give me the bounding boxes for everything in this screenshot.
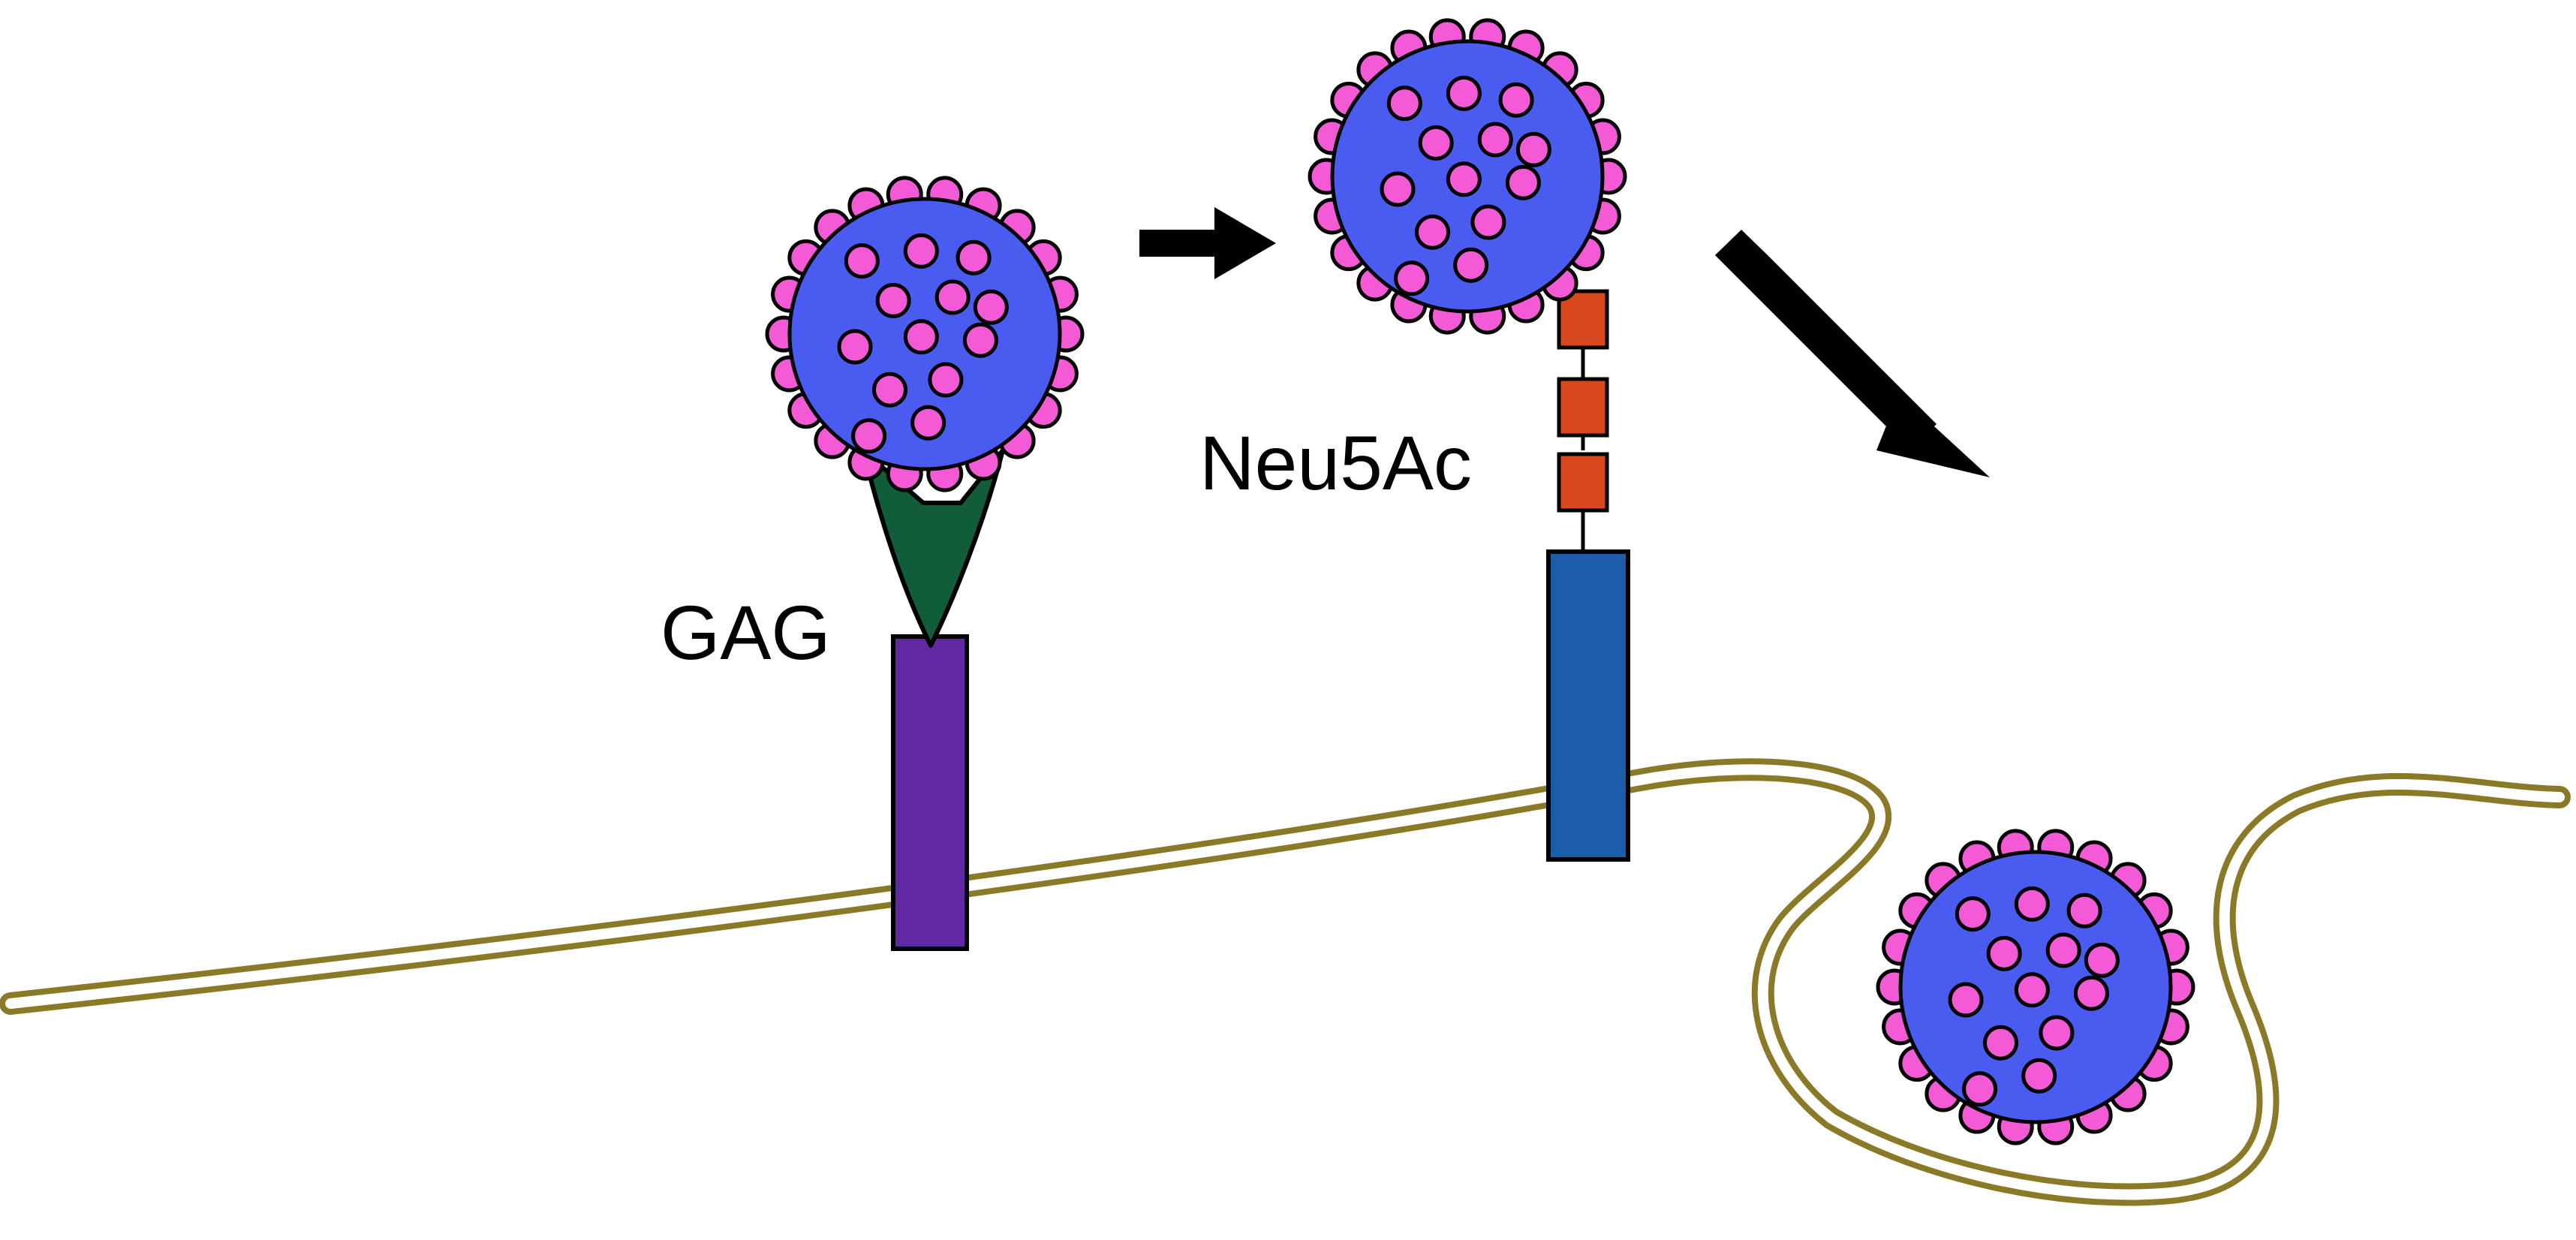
neu5ac-label: Neu5Ac bbox=[1199, 420, 1472, 506]
virion-gag-bound bbox=[765, 176, 1085, 492]
interior-dot bbox=[2073, 975, 2109, 1011]
interior-dot bbox=[1446, 161, 1482, 197]
interior-dot bbox=[1394, 260, 1430, 296]
interior-dot bbox=[2039, 1015, 2075, 1051]
interior-dot bbox=[1498, 82, 1534, 118]
interior-dot bbox=[955, 239, 992, 275]
interior-dot bbox=[962, 322, 998, 358]
neu5ac-sugar bbox=[1557, 377, 1609, 438]
interior-dot bbox=[1505, 164, 1541, 200]
interior-dot bbox=[1470, 204, 1506, 240]
interior-dot bbox=[2021, 1058, 2057, 1094]
interior-dot bbox=[1986, 935, 2022, 971]
interior-dot bbox=[1515, 131, 1551, 167]
interior-dot bbox=[910, 405, 946, 441]
interior-dot bbox=[2066, 892, 2102, 928]
arrow-down-right-icon bbox=[1715, 230, 1990, 477]
interior-dot bbox=[1386, 86, 1422, 122]
interior-dot bbox=[1446, 75, 1482, 111]
interior-dot bbox=[903, 319, 939, 355]
interior-dot bbox=[1983, 1025, 2018, 1061]
virion-neu5ac-bound bbox=[1308, 18, 1627, 335]
interior-dot bbox=[928, 362, 964, 398]
interior-dot bbox=[934, 279, 971, 315]
sialic-acid-receptor bbox=[1546, 289, 1630, 862]
interior-dot bbox=[1415, 214, 1450, 250]
gag-label: GAG bbox=[661, 590, 831, 676]
interior-dot bbox=[875, 282, 911, 318]
virion-internalized bbox=[1876, 829, 2195, 1145]
interior-dot bbox=[2014, 886, 2050, 922]
interior-dot bbox=[1962, 1071, 1998, 1107]
interior-dot bbox=[1380, 171, 1416, 207]
interior-dot bbox=[1948, 982, 1984, 1018]
arrow-right-icon bbox=[1139, 207, 1276, 279]
interior-dot bbox=[973, 289, 1009, 325]
cell-membrane bbox=[0, 758, 2571, 1206]
interior-dot bbox=[872, 372, 907, 408]
interior-dot bbox=[1453, 247, 1489, 283]
interior-dot bbox=[1955, 896, 1991, 932]
interior-dot bbox=[851, 418, 887, 454]
interior-dot bbox=[837, 329, 873, 365]
interior-dot bbox=[1477, 122, 1513, 158]
neu5ac-sugar bbox=[1557, 289, 1609, 350]
interior-dot bbox=[844, 243, 880, 279]
interior-dot bbox=[903, 233, 939, 269]
gag-receptor bbox=[861, 448, 1005, 951]
interior-dot bbox=[2045, 932, 2081, 968]
interior-dot bbox=[1418, 125, 1454, 161]
interior-dot bbox=[2014, 972, 2050, 1008]
gag-binding-domain bbox=[861, 448, 1005, 648]
neu5ac-sugar bbox=[1557, 452, 1609, 513]
interior-dot bbox=[2084, 942, 2120, 978]
